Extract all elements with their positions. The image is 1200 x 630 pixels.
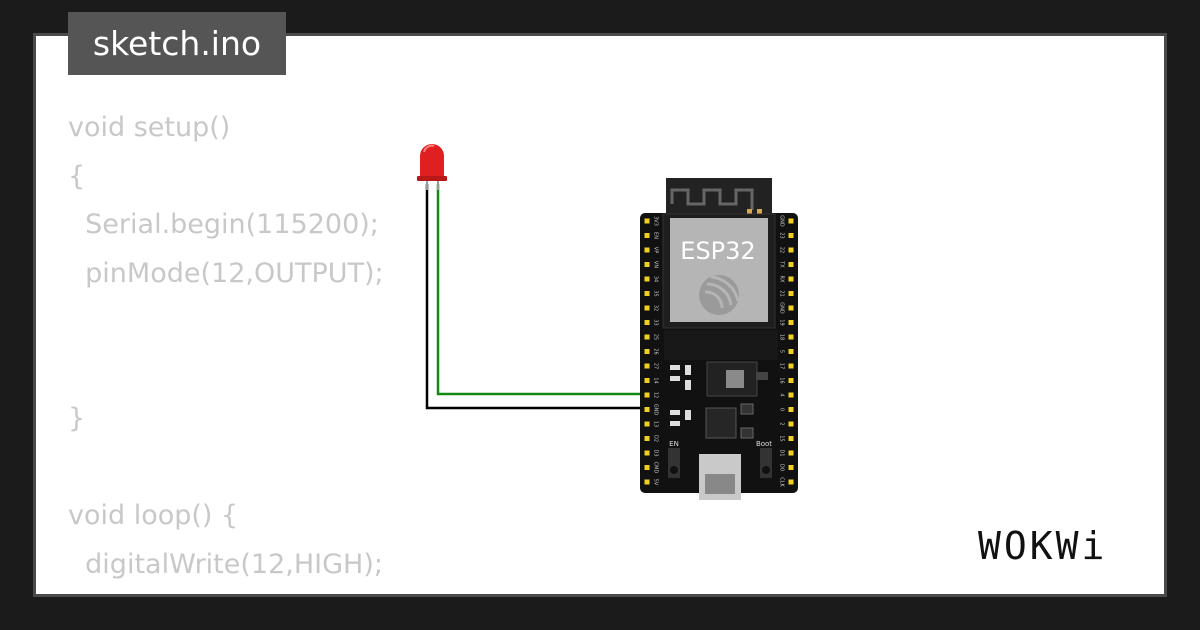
pin-label: 4 (779, 393, 785, 396)
code-line: pinMode(12,OUTPUT); (68, 257, 384, 289)
pin-label: 33 (653, 319, 659, 325)
pin-label: 3V3 (653, 216, 659, 226)
code-line: Serial.begin(115200); (68, 209, 379, 240)
pin-right-18[interactable] (788, 334, 794, 340)
pin-left-en[interactable] (644, 233, 650, 238)
pin-label: RX (779, 276, 785, 283)
pin-label: VP (653, 247, 659, 253)
pin-right-5[interactable] (788, 349, 794, 354)
code-line: void loop() { (68, 500, 239, 531)
pin-label: 18 (779, 334, 785, 340)
chip-label: ESP32 (680, 237, 755, 265)
code-line: void setup() (68, 112, 231, 143)
pin-right-22[interactable] (788, 247, 794, 253)
pin-label: TX (779, 260, 785, 268)
pin-label: 32 (653, 305, 659, 311)
pin-label: 2 (779, 422, 785, 425)
pin-label: 17 (779, 363, 785, 369)
pin-label: CLK (779, 477, 785, 487)
pin-label: 23 (779, 232, 785, 238)
preview-card: void setup() { Serial.begin(115200); pinM… (33, 33, 1167, 597)
pin-left-12[interactable] (644, 392, 650, 398)
code-editor: void setup() { Serial.begin(115200); pinM… (68, 104, 410, 594)
pin-left-5v[interactable] (644, 479, 650, 485)
pin-left-34[interactable] (644, 276, 650, 282)
pin-label: 16 (779, 377, 785, 383)
pin-left-32[interactable] (644, 305, 650, 311)
pin-left-d3[interactable] (644, 450, 650, 456)
pin-right-19[interactable] (788, 320, 794, 325)
pin-left-13[interactable] (644, 421, 650, 427)
pin-label: 0 (779, 408, 785, 411)
pin-right-17[interactable] (788, 363, 794, 369)
pin-label: D0 (779, 464, 785, 471)
pin-right-15[interactable] (788, 436, 794, 441)
pin-label: D1 (779, 449, 785, 456)
pin-right-4[interactable] (788, 392, 794, 398)
pin-right-gnd[interactable] (788, 305, 794, 311)
en-label: EN (669, 440, 679, 448)
pin-left-25[interactable] (644, 334, 650, 340)
pin-right-rx[interactable] (788, 276, 794, 282)
code-line: { (68, 160, 86, 192)
pin-label: 35 (653, 290, 659, 296)
pin-left-cmd[interactable] (644, 465, 650, 470)
espressif-logo-icon (699, 275, 740, 315)
pin-right-d0[interactable] (788, 465, 794, 470)
pin-label: 25 (653, 334, 659, 340)
pin-label: 5V (653, 479, 659, 486)
pin-label: 15 (779, 435, 785, 441)
wokwi-logo: WOKWi (978, 524, 1108, 568)
pin-label: 14 (653, 377, 659, 383)
pin-right-16[interactable] (788, 378, 794, 383)
pin-label: CMD (653, 462, 659, 474)
pin-label: VN (653, 261, 659, 268)
pin-left-14[interactable] (644, 378, 650, 383)
wire-gnd[interactable] (425, 184, 647, 410)
pin-right-23[interactable] (788, 233, 794, 238)
wire-gpio12[interactable] (436, 184, 647, 396)
pin-label: GND (779, 302, 785, 314)
pin-label: 13 (653, 421, 659, 427)
pin-right-21[interactable] (788, 291, 794, 296)
pin-left-26[interactable] (644, 349, 650, 354)
pin-right-gnd[interactable] (788, 218, 794, 224)
pin-left-3v3[interactable] (644, 218, 650, 224)
pin-right-d1[interactable] (788, 450, 794, 456)
pin-label: D2 (653, 435, 659, 442)
file-tab[interactable]: sketch.ino (68, 12, 286, 75)
pin-left-35[interactable] (644, 291, 650, 296)
pin-label: GND (779, 215, 785, 227)
pin-label: 12 (653, 392, 659, 398)
pin-label: 26 (653, 348, 659, 354)
pin-right-2[interactable] (788, 421, 794, 427)
pin-label: 21 (779, 290, 785, 296)
pin-label: 34 (653, 276, 659, 282)
pin-label: GND (653, 404, 659, 416)
pin-right-tx[interactable] (788, 262, 794, 267)
code-line: digitalWrite(12,HIGH); (68, 548, 383, 580)
pin-label: 27 (653, 363, 659, 369)
code-line: } (68, 403, 86, 434)
esp32-board[interactable]: ESP32 EN Boot 3V3ENVPVN34353233252627141… (640, 178, 798, 500)
pin-left-vn[interactable] (644, 262, 650, 267)
pin-left-33[interactable] (644, 320, 650, 325)
red-led[interactable] (417, 144, 447, 190)
pin-label: EN (653, 232, 659, 239)
pin-label: 22 (779, 247, 785, 253)
pin-left-27[interactable] (644, 363, 650, 369)
pin-right-clk[interactable] (788, 479, 794, 485)
pin-label: 5 (779, 350, 785, 353)
pin-right-0[interactable] (788, 407, 794, 412)
pin-left-vp[interactable] (644, 247, 650, 253)
boot-label: Boot (756, 440, 772, 448)
pin-left-gnd[interactable] (644, 407, 650, 412)
pin-label: D3 (653, 449, 659, 456)
pin-left-d2[interactable] (644, 436, 650, 441)
pin-label: 19 (779, 319, 785, 325)
